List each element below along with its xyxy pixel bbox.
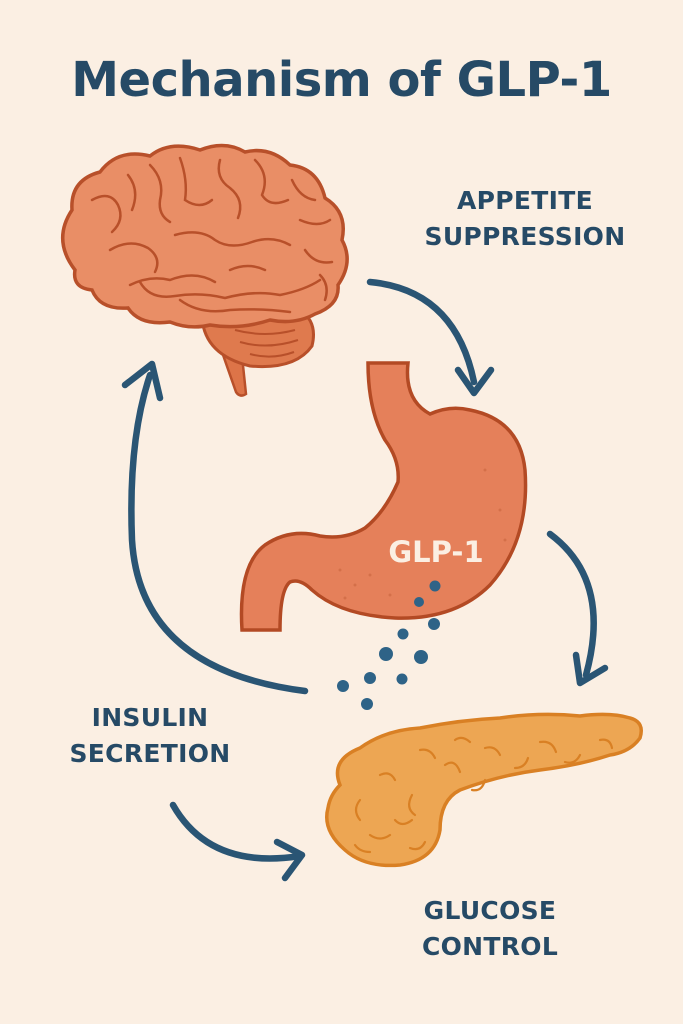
arrows — [121, 278, 609, 882]
glucose-line1: GLUCOSE — [423, 896, 557, 925]
glp1-stomach-label: GLP-1 — [388, 535, 483, 569]
arrow-glp1-icon — [546, 530, 609, 687]
appetite-suppression-label: APPETITE SUPPRESSION — [395, 183, 655, 255]
pancreas-icon — [325, 712, 643, 868]
arrow-feedback-icon — [121, 360, 309, 695]
arrow-appetite-icon — [366, 278, 495, 397]
stomach-body — [239, 361, 528, 632]
diagram-title: Mechanism of GLP-1 — [71, 52, 612, 108]
arrow-insulin-icon — [169, 801, 306, 882]
insulin-line1: INSULIN — [91, 703, 209, 732]
insulin-line2: SECRETION — [69, 739, 231, 768]
cerebrum — [60, 143, 349, 329]
insulin-secretion-label: INSULIN SECRETION — [30, 700, 270, 772]
pancreas-body — [325, 712, 643, 868]
glp1-particles — [337, 580, 441, 710]
stomach-icon: GLP-1 — [239, 361, 528, 632]
appetite-line1: APPETITE — [457, 186, 593, 215]
glucose-control-label: GLUCOSE CONTROL — [370, 893, 610, 965]
appetite-line2: SUPPRESSION — [424, 222, 626, 251]
brain-icon — [60, 143, 349, 397]
glucose-line2: CONTROL — [421, 932, 559, 961]
